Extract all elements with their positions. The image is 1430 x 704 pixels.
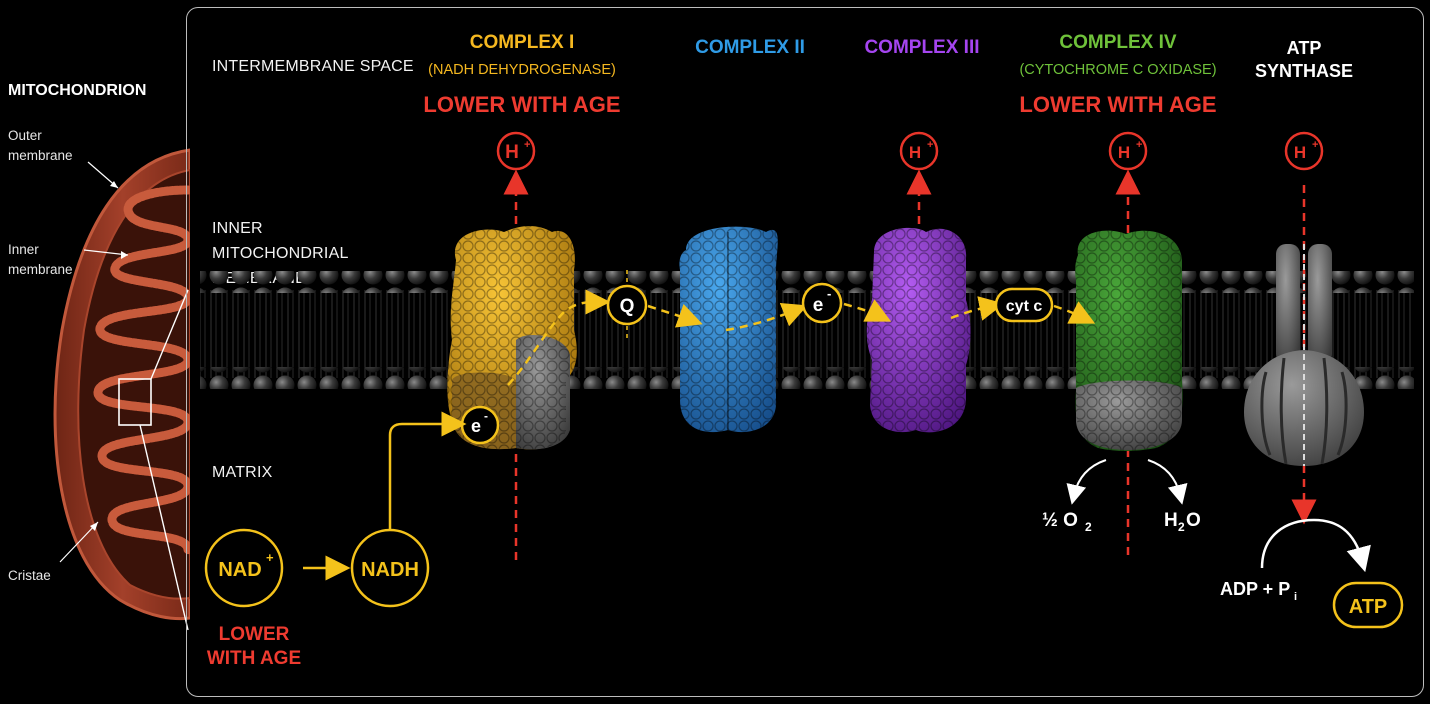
ubiquinone-carrier: Q (606, 284, 648, 326)
svg-text:e: e (471, 416, 481, 436)
mitochondrion-illustration (53, 148, 190, 631)
adp-pi-label: ADP + P i (1220, 579, 1297, 603)
complex-iv-subtitle: (CYTOCHROME C OXIDASE) (1019, 62, 1217, 78)
oxygen-arrow (1066, 459, 1107, 505)
svg-text:H: H (1118, 143, 1130, 162)
svg-text:H: H (909, 143, 921, 162)
outer-membrane-pointer-head (110, 181, 118, 188)
mitochondrion-cristae (93, 185, 190, 555)
complex-iv-protein (1075, 230, 1183, 451)
svg-text:H: H (1164, 510, 1178, 531)
complex-iii-title: COMPLEX III (864, 37, 980, 58)
complex-iv-title: COMPLEX IV (1059, 32, 1177, 53)
svg-text:ADP + P: ADP + P (1220, 579, 1290, 599)
matrix-label: MATRIX (212, 464, 273, 481)
svg-text:NAD: NAD (218, 559, 261, 581)
zoom-line-top (150, 289, 189, 380)
inner-membrane-label: Inner membrane (8, 242, 73, 277)
electron-flow-cytc-to-iv (1053, 301, 1096, 324)
svg-text:i: i (1294, 591, 1297, 603)
complex-i-subtitle: (NADH DEHYDROGENASE) (428, 62, 616, 78)
svg-text:cyt c: cyt c (1006, 298, 1043, 315)
outer-membrane-label: Outer membrane (8, 128, 73, 163)
intermembrane-space-label: INTERMEMBRANE SPACE (212, 58, 414, 75)
adp-to-atp-arrow (1260, 518, 1371, 573)
electron-flow-iii-to-cytc (950, 296, 1005, 321)
complex-i-lower-note: LOWER WITH AGE (423, 92, 621, 117)
complex-iv-lower-note: LOWER WITH AGE (1019, 92, 1217, 117)
svg-text:H: H (505, 142, 519, 163)
electron-flow-ii-to-e (725, 303, 808, 332)
electron-carrier-low: e - (460, 405, 500, 445)
etc-diagram: H + H + H + H + Q e - cyt c e - (200, 131, 1414, 629)
inner-membrane-pointer (83, 249, 129, 256)
cristae-label: Cristae (8, 568, 51, 583)
complex-ii-title: COMPLEX II (695, 37, 805, 58)
cristae-pointer (59, 521, 99, 563)
membrane-bottom-heads (200, 367, 1414, 389)
svg-text:+: + (266, 550, 274, 565)
mitochondrion-title: MITOCHONDRION (8, 82, 147, 99)
electron-flow-path (507, 289, 611, 386)
svg-text:ATP: ATP (1349, 596, 1388, 618)
nadh-node: NADH (350, 528, 430, 608)
nad-plus-node: NAD + (204, 528, 284, 608)
svg-text:e: e (813, 295, 824, 316)
svg-text:+: + (1136, 139, 1142, 151)
complex-iii-protein (866, 227, 971, 433)
water-label: H 2 O (1164, 510, 1201, 534)
complex-i-title: COMPLEX I (469, 32, 575, 53)
half-oxygen-label: ½ O 2 (1042, 510, 1092, 534)
cytochrome-c-carrier: cyt c (994, 287, 1054, 323)
svg-text:-: - (827, 286, 831, 301)
complex-iv-proton: H + (1108, 131, 1148, 171)
svg-text:+: + (524, 139, 530, 151)
svg-text:+: + (1312, 139, 1318, 151)
svg-text:H: H (1294, 143, 1306, 162)
atp-synthase-protein (1244, 244, 1364, 466)
complex-i-protein (447, 226, 577, 450)
electron-carrier-mid: e - (801, 282, 843, 324)
svg-text:+: + (927, 139, 933, 151)
electron-transport-panel (186, 7, 1424, 697)
svg-text:½ O: ½ O (1042, 510, 1078, 531)
nad-lower-with-age-note: LOWER WITH AGE (206, 624, 302, 669)
inner-membrane-pointer-head (121, 251, 128, 259)
svg-text:Q: Q (620, 296, 635, 317)
svg-text:NADH: NADH (361, 559, 419, 581)
cristae-pointer-head (90, 522, 98, 531)
water-arrow (1147, 459, 1188, 505)
svg-text:2: 2 (1085, 520, 1092, 534)
complex-i-proton: H + (496, 131, 536, 171)
zoom-box (118, 378, 152, 426)
atp-synthase-proton: H + (1284, 131, 1324, 171)
svg-text:2: 2 (1178, 520, 1185, 534)
electron-flow-e-to-iii (843, 299, 892, 322)
zoom-line-bottom (139, 424, 189, 631)
complex-iii-proton: H + (899, 131, 939, 171)
nadh-to-complex-i-arrow (388, 411, 467, 535)
atp-product: ATP (1332, 581, 1404, 629)
svg-text:O: O (1186, 510, 1201, 531)
electron-flow-q-to-ii (647, 303, 703, 328)
svg-text:-: - (484, 409, 488, 423)
atp-synthase-title: ATP SYNTHASE (1254, 38, 1353, 81)
